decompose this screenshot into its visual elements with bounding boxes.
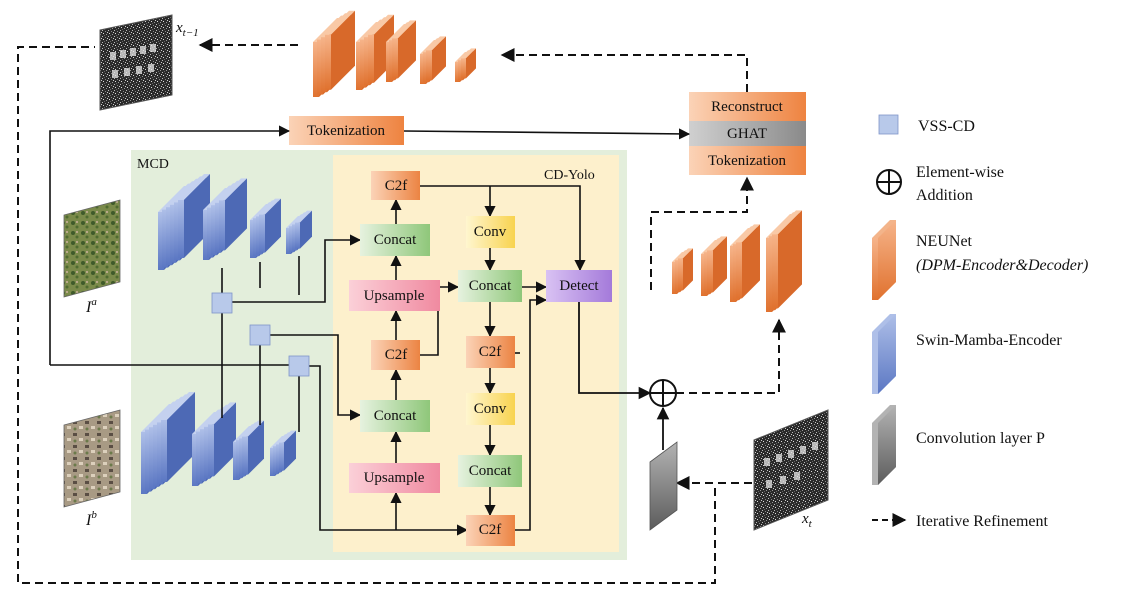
- conv-2-label: Conv: [474, 401, 507, 417]
- loop-addition-to-neunet: [676, 318, 786, 394]
- legend-vss-cd-label: VSS-CD: [918, 118, 975, 135]
- upsample-2-box: [349, 463, 440, 493]
- legend-swin-swatch: [872, 314, 896, 394]
- concat-2-box: [360, 400, 430, 432]
- loop-neunet-to-tokenization: [650, 176, 754, 290]
- line-detect-to-addition: [578, 302, 652, 400]
- cdyolo-arrows: [390, 185, 586, 531]
- legend-addition-label-2: Addition: [916, 187, 973, 204]
- concat-3-box: [458, 270, 522, 302]
- swin-top-layer-10: [219, 178, 247, 251]
- noisy-curr-label: xt: [801, 511, 813, 530]
- c2f-right-box: [466, 336, 515, 368]
- concat-1-label: Concat: [374, 232, 417, 248]
- noisy-image-prev: [99, 14, 173, 111]
- c2f-mid-box: [371, 340, 420, 370]
- swin-bottom-layer-14: [242, 420, 264, 475]
- legend-neunet-label-1: NEUNet: [916, 233, 973, 250]
- legend-addition-label-1: Element-wise: [916, 164, 1004, 181]
- tokenization-top-box: [289, 116, 404, 145]
- c2f-mid-label: C2f: [385, 347, 408, 363]
- swin-encoder-top: [158, 174, 312, 270]
- c2f-bottom-label: C2f: [479, 522, 502, 538]
- concat-4-label: Concat: [469, 463, 512, 479]
- addition-icon: [649, 379, 677, 407]
- conv-1-label: Conv: [474, 224, 507, 240]
- c2f-top-box: [371, 171, 420, 200]
- conv-1-box: [466, 216, 515, 248]
- legend-convp-swatch: [872, 405, 896, 485]
- neunet-right-layer-11: [772, 210, 802, 309]
- conv-2-box: [466, 393, 515, 425]
- swin-bottom-layer-18: [279, 430, 296, 471]
- legend-iterative-label: Iterative Refinement: [916, 513, 1048, 530]
- ghat-label: GHAT: [727, 126, 767, 142]
- c2f-right-label: C2f: [479, 344, 502, 360]
- neunet-top-layer-3: [325, 10, 355, 90]
- vss-cd-box-3: [288, 355, 310, 377]
- swin-top-layer-14: [259, 198, 281, 253]
- neunet-right-encoder: [672, 210, 802, 312]
- reconstruct-stack: Reconstruct GHAT Tokenization: [689, 92, 806, 175]
- legend-vss-cd-swatch: [878, 114, 899, 135]
- concat-3-label: Concat: [469, 278, 512, 294]
- ghat-box: [689, 121, 806, 146]
- reconstruct-box: [689, 92, 806, 121]
- encoder-connections: [221, 234, 469, 536]
- concat-1-box: [360, 224, 430, 256]
- loop-from-reconstruct: [500, 48, 748, 92]
- image-b-label: Ib: [85, 509, 97, 529]
- detect-label: Detect: [559, 278, 599, 294]
- legend: VSS-CD Element-wise Addition NEUNet (DPM…: [872, 114, 1088, 530]
- neunet-right-layer-5: [707, 236, 727, 293]
- vss-cd-box-1: [211, 292, 233, 314]
- upsample-1-box: [349, 280, 440, 311]
- neunet-top-decoder: [313, 10, 476, 97]
- tokenization-top-label: Tokenization: [307, 123, 386, 139]
- swin-top-layer-18: [295, 210, 312, 249]
- cdyolo-label: CD-Yolo: [544, 168, 595, 183]
- swin-encoder-bottom: [141, 392, 296, 494]
- image-a-label: Ia: [85, 296, 97, 316]
- vss-cd-box-2: [249, 324, 271, 346]
- line-input-to-tokenization: [49, 125, 291, 365]
- legend-addition-icon: [876, 169, 902, 195]
- reconstruct-label: Reconstruct: [711, 99, 783, 115]
- image-a: [63, 199, 121, 298]
- iterative-loop-outer: [17, 46, 716, 584]
- tokenization-right-label: Tokenization: [708, 153, 787, 169]
- neunet-top-layer-10: [392, 20, 416, 79]
- noisy-prev-label: xt−1: [175, 20, 199, 39]
- convolution-layer-p: [649, 441, 678, 531]
- c2f-bottom-box: [466, 515, 515, 546]
- neunet-right-layer-2: [678, 248, 693, 291]
- mcd-label: MCD: [137, 157, 169, 172]
- neunet-right-layer-8: [736, 224, 760, 299]
- swin-bottom-layer-5: [161, 392, 195, 482]
- legend-convp-label: Convolution layer P: [916, 430, 1045, 447]
- tokenization-right-box: [689, 146, 806, 175]
- detect-box: [546, 270, 612, 302]
- legend-neunet-swatch: [872, 220, 896, 300]
- neunet-top-layer-16: [461, 48, 476, 79]
- upsample-1-label: Upsample: [364, 288, 425, 304]
- upsample-2-label: Upsample: [364, 470, 425, 486]
- noisy-image-curr: [753, 409, 829, 531]
- c2f-top-label: C2f: [385, 178, 408, 194]
- concat-4-box: [458, 455, 522, 487]
- concat-2-label: Concat: [374, 408, 417, 424]
- legend-swin-label: Swin-Mamba-Encoder: [916, 332, 1062, 349]
- neunet-top-layer-13: [426, 36, 446, 81]
- image-b: [63, 409, 121, 508]
- legend-neunet-label-2: (DPM-Encoder&Decoder): [916, 257, 1088, 274]
- line-tokenization-to-ghat: [403, 128, 691, 140]
